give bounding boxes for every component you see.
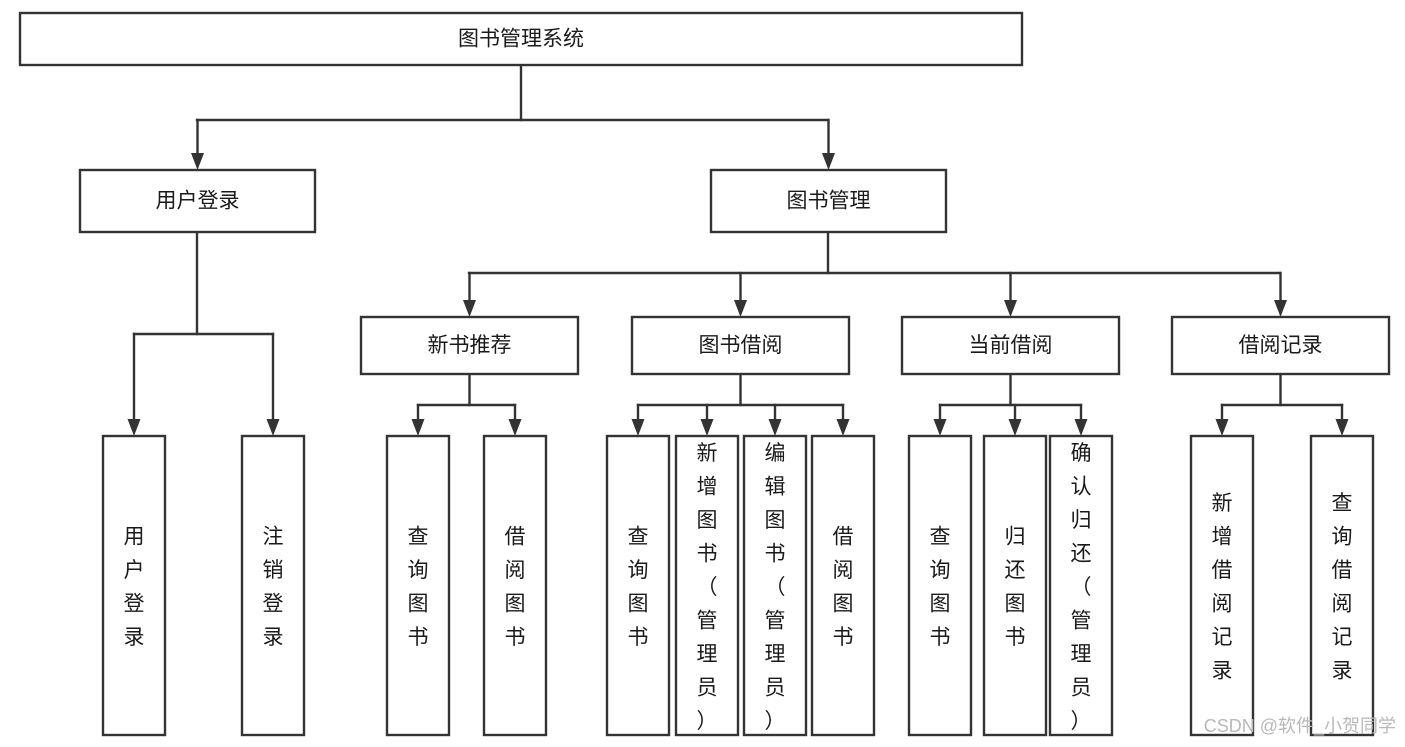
- node-leaf-borrow-book[interactable]: 借阅图书: [810, 434, 876, 737]
- arrow-head-icon: [1215, 419, 1229, 436]
- arrow-head-icon: [266, 419, 280, 436]
- node-box-leaf-add-book-admin: [674, 434, 740, 737]
- arrow-head-icon: [1274, 300, 1287, 317]
- arrow-head-icon: [933, 419, 947, 436]
- node-leaf-query-book-borrow[interactable]: 查询图书: [605, 434, 671, 737]
- arrow-head-icon: [768, 419, 782, 436]
- node-leaf-return-book[interactable]: 归还图书: [982, 434, 1048, 737]
- node-label-leaf-query-book-current: 查询图书: [930, 526, 951, 650]
- node-box-leaf-borrow-book-rec: [482, 434, 548, 737]
- node-box-user-login: [78, 168, 317, 234]
- node-box-root: [18, 11, 1024, 67]
- node-label-leaf-return-book: 归还图书: [1005, 526, 1026, 650]
- node-leaf-borrow-book-rec[interactable]: 借阅图书: [482, 434, 548, 737]
- node-book-borrow[interactable]: 图书借阅: [630, 315, 851, 376]
- arrow-head-icon: [463, 300, 476, 317]
- node-box-leaf-return-book: [982, 434, 1048, 737]
- node-label-leaf-borrow-book: 借阅图书: [833, 526, 854, 650]
- node-leaf-query-borrow-record[interactable]: 查询借阅记录: [1309, 434, 1375, 737]
- node-box-leaf-user-login: [101, 434, 167, 737]
- arrow-head-icon: [836, 419, 850, 436]
- node-box-book-borrow: [630, 315, 851, 376]
- node-leaf-query-book-rec[interactable]: 查询图书: [385, 434, 451, 737]
- node-label-leaf-confirm-return-admin: 确认归还（管理员）: [1071, 442, 1092, 733]
- node-label-book-management: 图书管理: [787, 190, 871, 213]
- node-box-leaf-query-book-current: [907, 434, 973, 737]
- arrow-head-icon: [1004, 300, 1017, 317]
- node-leaf-query-book-current[interactable]: 查询图书: [907, 434, 973, 737]
- node-label-root: 图书管理系统: [458, 28, 584, 51]
- node-box-leaf-confirm-return-admin: [1048, 434, 1114, 737]
- node-label-leaf-logout: 注销登录: [263, 526, 284, 650]
- node-book-management[interactable]: 图书管理: [709, 168, 948, 234]
- node-label-leaf-query-book-borrow: 查询图书: [628, 526, 649, 650]
- node-label-leaf-query-book-rec: 查询图书: [408, 526, 429, 650]
- arrow-head-icon: [508, 419, 522, 436]
- csdn-watermark: CSDN @软件_小贺同学: [1204, 716, 1396, 737]
- node-leaf-edit-book-admin[interactable]: 编辑图书（管理员）: [742, 434, 808, 737]
- node-box-leaf-query-book-rec: [385, 434, 451, 737]
- node-box-new-book-recommend: [359, 315, 580, 376]
- node-root[interactable]: 图书管理系统: [18, 11, 1024, 67]
- node-leaf-confirm-return-admin[interactable]: 确认归还（管理员）: [1048, 434, 1114, 737]
- node-label-leaf-user-login: 用户登录: [124, 526, 145, 650]
- arrow-head-icon: [700, 419, 714, 436]
- node-label-leaf-add-book-admin: 新增图书（管理员）: [697, 442, 718, 733]
- node-leaf-logout[interactable]: 注销登录: [240, 434, 306, 737]
- arrow-head-icon: [822, 153, 835, 170]
- node-leaf-add-borrow-record[interactable]: 新增借阅记录: [1189, 434, 1255, 737]
- node-box-current-borrow: [900, 315, 1121, 376]
- node-leaf-add-book-admin[interactable]: 新增图书（管理员）: [674, 434, 740, 737]
- node-box-leaf-logout: [240, 434, 306, 737]
- node-box-leaf-add-borrow-record: [1189, 434, 1255, 737]
- node-label-leaf-add-borrow-record: 新增借阅记录: [1212, 492, 1233, 683]
- node-leaf-user-login[interactable]: 用户登录: [101, 434, 167, 737]
- nodes-layer: 图书管理系统用户登录图书管理新书推荐图书借阅当前借阅借阅记录用户登录注销登录查询…: [18, 11, 1391, 737]
- arrow-head-icon: [411, 419, 425, 436]
- node-box-leaf-query-book-borrow: [605, 434, 671, 737]
- node-borrow-record[interactable]: 借阅记录: [1170, 315, 1391, 376]
- node-label-leaf-query-borrow-record: 查询借阅记录: [1332, 492, 1353, 683]
- node-label-leaf-borrow-book-rec: 借阅图书: [505, 526, 526, 650]
- arrow-head-icon: [1008, 419, 1022, 436]
- connectors-layer: [127, 63, 1349, 436]
- node-box-leaf-query-borrow-record: [1309, 434, 1375, 737]
- node-label-user-login: 用户登录: [156, 190, 240, 213]
- node-box-leaf-borrow-book: [810, 434, 876, 737]
- node-box-leaf-edit-book-admin: [742, 434, 808, 737]
- node-box-book-management: [709, 168, 948, 234]
- node-label-leaf-edit-book-admin: 编辑图书（管理员）: [765, 442, 786, 733]
- node-label-current-borrow: 当前借阅: [969, 334, 1053, 357]
- arrow-head-icon: [734, 300, 747, 317]
- arrow-head-icon: [1074, 419, 1088, 436]
- node-new-book-recommend[interactable]: 新书推荐: [359, 315, 580, 376]
- node-user-login[interactable]: 用户登录: [78, 168, 317, 234]
- node-current-borrow[interactable]: 当前借阅: [900, 315, 1121, 376]
- arrow-head-icon: [1335, 419, 1349, 436]
- node-label-book-borrow: 图书借阅: [699, 334, 783, 357]
- arrow-head-icon: [631, 419, 645, 436]
- arrow-head-icon: [127, 419, 141, 436]
- node-box-borrow-record: [1170, 315, 1391, 376]
- node-label-borrow-record: 借阅记录: [1239, 334, 1323, 357]
- node-label-new-book-recommend: 新书推荐: [428, 334, 512, 357]
- arrow-head-icon: [191, 153, 204, 170]
